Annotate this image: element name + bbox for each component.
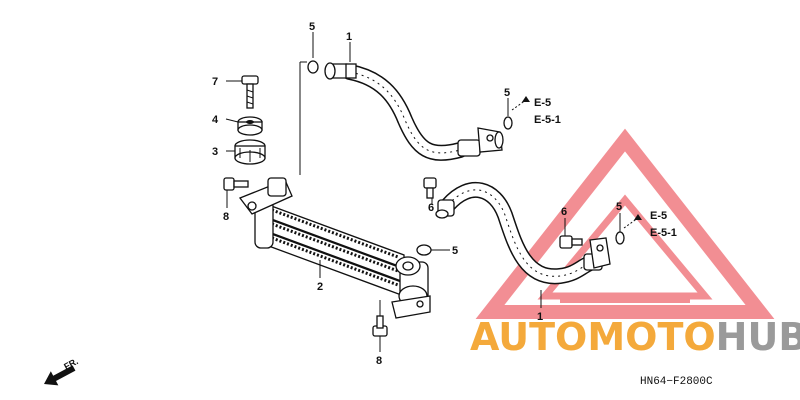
label-part-5-cooler: 5 [452, 245, 458, 257]
oring-5-right-lower-icon [615, 231, 625, 245]
label-part-2: 2 [317, 281, 323, 293]
reference-lower-b[interactable]: E-5-1 [650, 227, 677, 239]
label-part-6-upper: 6 [428, 202, 434, 214]
cushion-3-icon [234, 139, 266, 165]
bolt-8-left-icon [223, 177, 249, 191]
label-part-8-left: 8 [223, 211, 229, 223]
collar-4-icon [237, 116, 263, 136]
oring-5-top-icon [307, 60, 319, 74]
bolt-8-bottom-icon [372, 315, 388, 337]
watermark-triangle-logo [475, 128, 775, 319]
watermark-part-auto: AUTO [470, 315, 587, 359]
label-part-4: 4 [212, 114, 219, 126]
reference-lower-a[interactable]: E-5 [650, 210, 667, 222]
reference-upper-b[interactable]: E-5-1 [534, 114, 561, 126]
bolt-6-upper-icon [423, 177, 437, 199]
bolt-7-icon [241, 75, 259, 109]
reference-arrow-lower [623, 214, 642, 229]
watermark-text: AUTOMOTOHUB [470, 315, 800, 359]
oring-5-cooler-icon [416, 244, 432, 256]
label-part-5-right-lower: 5 [616, 201, 622, 213]
watermark-part-hub: HUB [716, 315, 800, 359]
label-part-7: 7 [212, 76, 218, 88]
oring-5-right-upper-icon [503, 116, 513, 130]
oil-hose-lower [435, 181, 611, 285]
label-part-6-lower: 6 [561, 206, 567, 218]
label-part-5-right-upper: 5 [504, 87, 510, 99]
watermark-part-moto: MOTO [587, 315, 715, 359]
front-direction-arrow-icon [44, 365, 76, 386]
label-part-5-top: 5 [309, 21, 315, 33]
oil-hose-upper [324, 62, 504, 161]
label-part-8-bottom: 8 [376, 355, 382, 367]
label-part-1-upper: 1 [346, 31, 352, 43]
bolt-6-lower-icon [559, 235, 583, 249]
front-direction-label: FR. [62, 356, 79, 372]
oil-cooler [238, 177, 431, 319]
leader-lines [225, 32, 621, 352]
label-part-3: 3 [212, 146, 218, 158]
reference-upper-a[interactable]: E-5 [534, 97, 551, 109]
reference-arrow-upper [511, 96, 530, 111]
label-part-1-lower: 1 [537, 311, 543, 323]
diagram-code: HN64−F2800C [640, 376, 713, 388]
